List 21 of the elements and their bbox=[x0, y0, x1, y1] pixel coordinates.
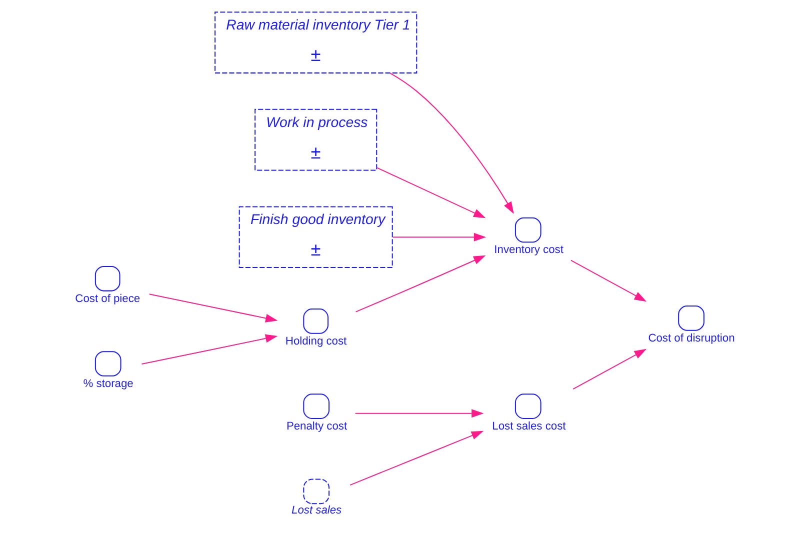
node-label: Lost sales cost bbox=[492, 420, 566, 432]
node-box: Raw material inventory Tier 1 ± bbox=[214, 12, 418, 74]
arrow bbox=[570, 260, 646, 302]
node-label: Cost of piece bbox=[75, 292, 140, 305]
arrow bbox=[572, 348, 646, 390]
node-label: Penalty cost bbox=[286, 420, 348, 432]
node-label: Holding cost bbox=[285, 335, 347, 348]
arrow bbox=[392, 232, 486, 242]
arrow bbox=[390, 72, 514, 214]
node-label: % storage bbox=[83, 378, 134, 390]
node-label: Lost sales bbox=[292, 504, 342, 517]
arrow bbox=[356, 255, 486, 312]
node-label: Inventory cost bbox=[494, 244, 564, 256]
arrow bbox=[376, 167, 486, 218]
arrow bbox=[149, 294, 278, 322]
arrow bbox=[355, 409, 484, 418]
node-box: Finish good inventory ± bbox=[238, 206, 393, 268]
node-box: Work in process ± bbox=[254, 108, 378, 171]
node-label: Cost of disruption bbox=[648, 332, 735, 344]
arrow bbox=[142, 334, 278, 365]
arrow bbox=[350, 430, 484, 486]
